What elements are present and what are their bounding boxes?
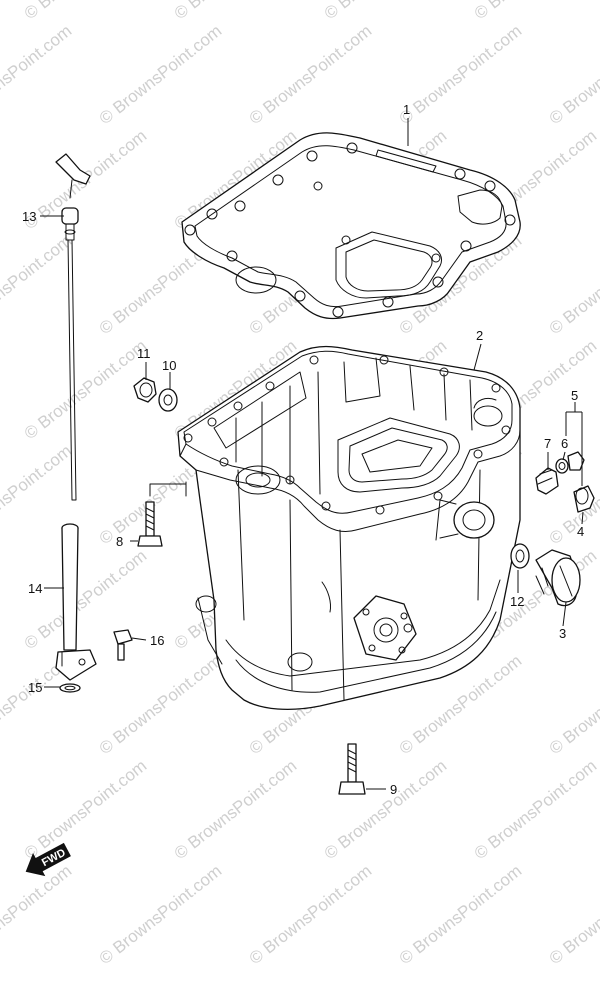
watermark-text: © BrownsPoint.com: [21, 756, 151, 863]
watermark-text: © BrownsPoint.com: [171, 0, 301, 23]
part-2-oil-pan[interactable]: [149, 345, 521, 710]
part-4-cap[interactable]: [573, 485, 595, 513]
leader-lines: [40, 118, 584, 790]
watermark-text: © BrownsPoint.com: [96, 651, 226, 758]
part-14-guide-tube[interactable]: [55, 523, 97, 681]
watermark-text: © BrownsPoint.com: [21, 336, 151, 443]
callout-5[interactable]: 5: [571, 388, 578, 403]
callout-labels: 1 2 3 4 5 6 7 8 9 10 11 12 13 14 15 16: [22, 102, 584, 797]
part-11-plug[interactable]: [133, 377, 157, 403]
part-3-drain-plug[interactable]: [535, 549, 581, 607]
part-15-o-ring[interactable]: [59, 683, 81, 693]
part-7-fitting[interactable]: [535, 467, 559, 495]
callout-7[interactable]: 7: [544, 436, 551, 451]
watermark-text: © BrownsPoint.com: [21, 0, 151, 23]
watermark-text: © BrownsPoint.com: [546, 861, 600, 968]
watermark-text: © BrownsPoint.com: [396, 861, 526, 968]
callout-8[interactable]: 8: [116, 534, 123, 549]
part-8-bolt[interactable]: [137, 501, 163, 547]
watermark-text: © BrownsPoint.com: [0, 21, 75, 128]
callout-13[interactable]: 13: [22, 209, 36, 224]
part-13-dipstick[interactable]: [55, 153, 91, 501]
watermark-text: © BrownsPoint.com: [471, 756, 600, 863]
part-9-bolt[interactable]: [338, 743, 366, 795]
part-6-o-ring[interactable]: [555, 458, 569, 474]
callout-6[interactable]: 6: [561, 436, 568, 451]
watermark-text: © BrownsPoint.com: [396, 21, 526, 128]
watermark-text: © BrownsPoint.com: [471, 0, 600, 23]
callout-16[interactable]: 16: [150, 633, 164, 648]
part-10-washer[interactable]: [158, 388, 178, 412]
watermark-text: © BrownsPoint.com: [546, 231, 600, 338]
watermark-text: © BrownsPoint.com: [0, 231, 75, 338]
callout-4[interactable]: 4: [577, 524, 584, 539]
watermark-text: © BrownsPoint.com: [546, 651, 600, 758]
callout-9[interactable]: 9: [390, 782, 397, 797]
part-12-washer[interactable]: [510, 543, 530, 569]
callout-11[interactable]: 11: [137, 346, 151, 361]
callout-2[interactable]: 2: [476, 328, 483, 343]
part-16-bolt[interactable]: [113, 629, 133, 661]
part-1-gasket[interactable]: [181, 132, 521, 320]
callout-14[interactable]: 14: [28, 581, 42, 596]
watermark-text: © BrownsPoint.com: [171, 756, 301, 863]
callout-12[interactable]: 12: [510, 594, 524, 609]
callout-15[interactable]: 15: [28, 680, 42, 695]
watermark-text: © BrownsPoint.com: [0, 861, 75, 968]
callout-3[interactable]: 3: [559, 626, 566, 641]
watermark-text: © BrownsPoint.com: [246, 21, 376, 128]
watermark-text: © BrownsPoint.com: [96, 21, 226, 128]
watermark-text: © BrownsPoint.com: [96, 861, 226, 968]
watermark-text: © BrownsPoint.com: [246, 861, 376, 968]
callout-1[interactable]: 1: [403, 102, 410, 117]
watermark-text: © BrownsPoint.com: [321, 756, 451, 863]
watermark-text: © BrownsPoint.com: [546, 21, 600, 128]
callout-10[interactable]: 10: [162, 358, 176, 373]
watermark-text: © BrownsPoint.com: [321, 0, 451, 23]
